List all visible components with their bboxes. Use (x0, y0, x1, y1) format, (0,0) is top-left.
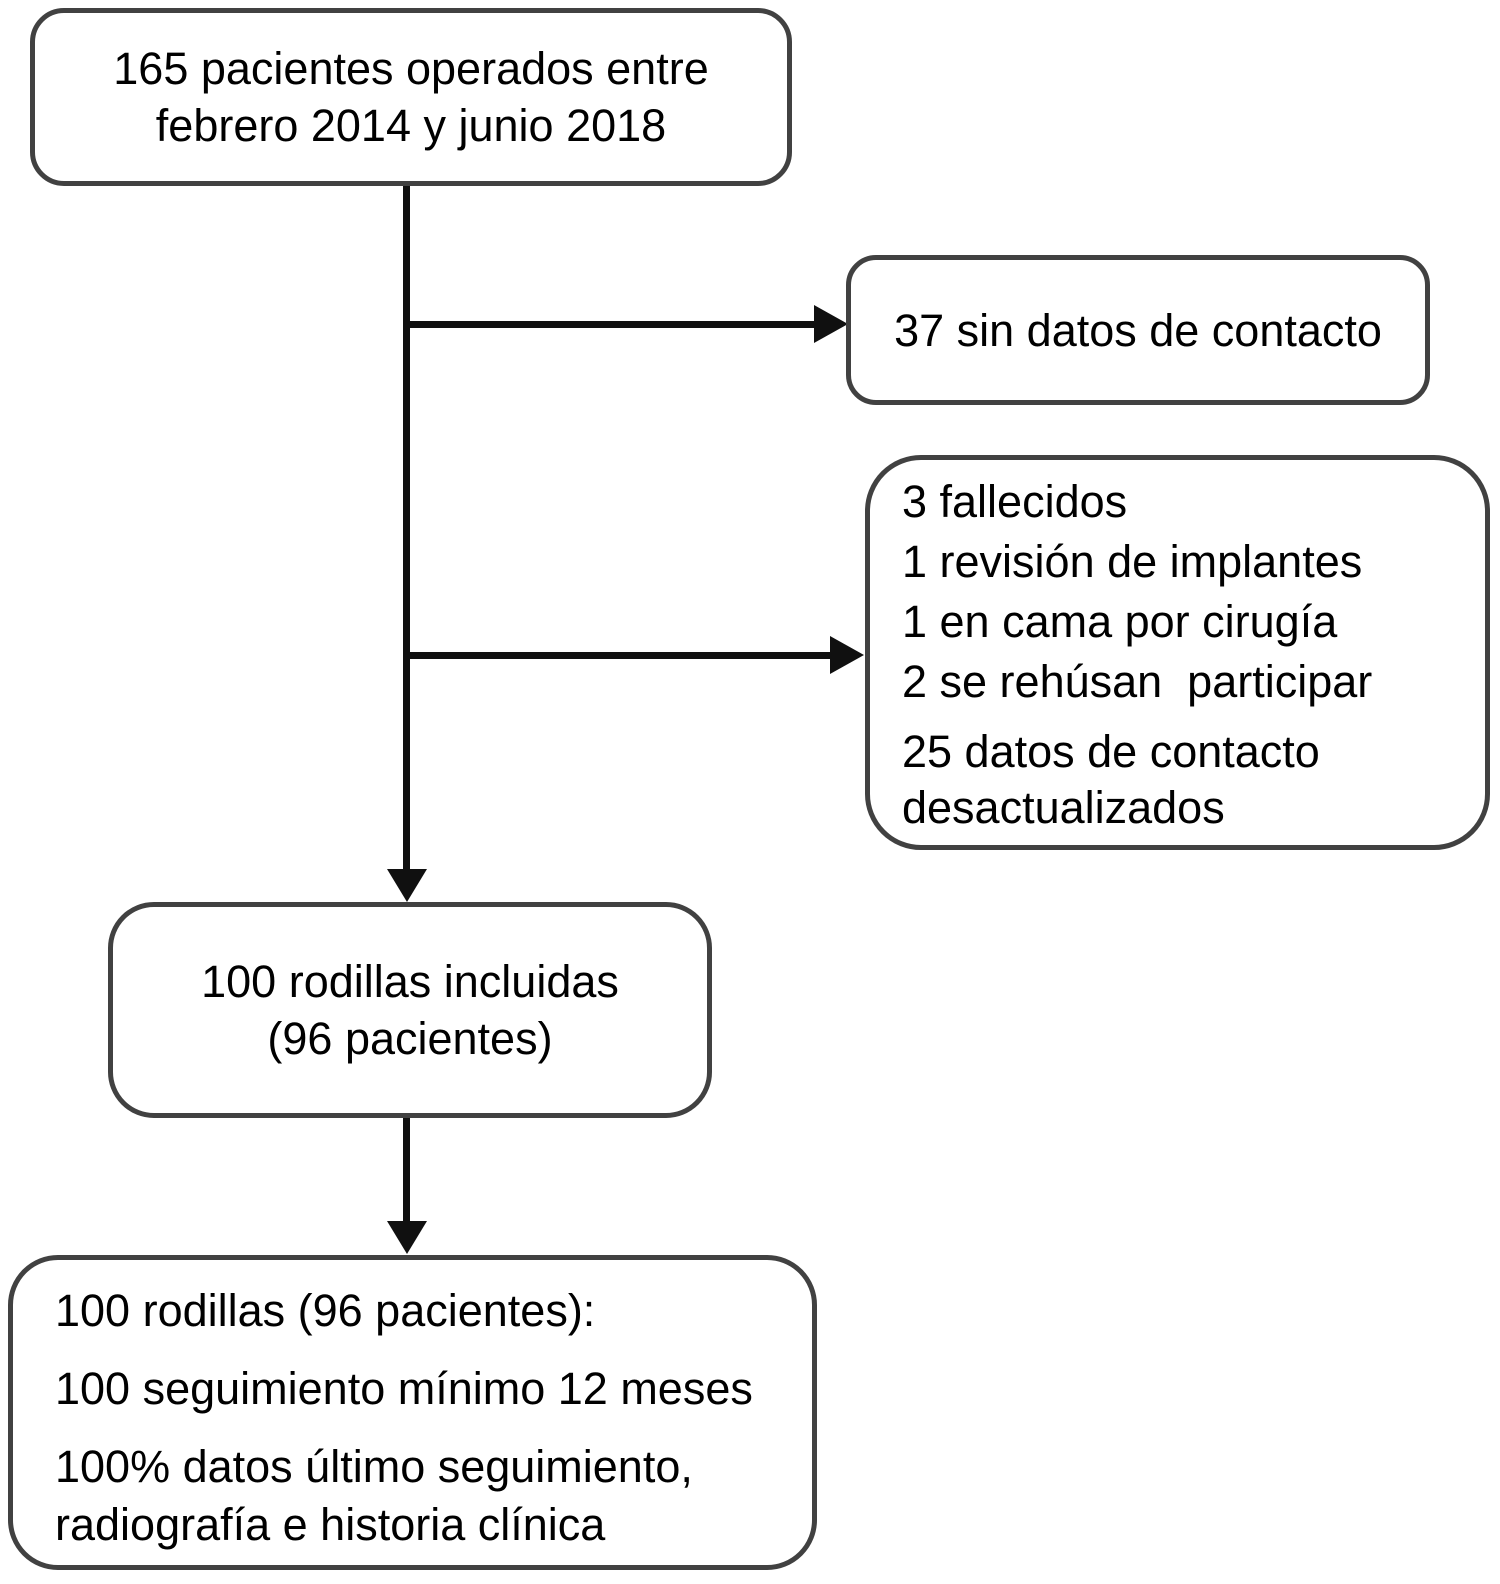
exclusion-item: 2 se rehúsan participar (902, 656, 1373, 707)
box-operated-line: 165 pacientes operados entre (113, 43, 709, 94)
box-no-contact-data: 37 sin datos de contacto (846, 255, 1430, 405)
box-operated-line: febrero 2014 y junio 2018 (155, 100, 667, 151)
exclusion-item: 1 revisión de implantes (902, 536, 1363, 587)
box-operated-patients: 165 pacientes operados entre febrero 201… (30, 8, 792, 186)
connector-branch-excluded (403, 652, 833, 659)
final-cohort-item: 100% datos último seguimiento, radiograf… (55, 1441, 706, 1550)
box-included-line: (96 pacientes) (267, 1013, 553, 1064)
box-no-contact-line: 37 sin datos de contacto (894, 304, 1382, 356)
arrow-down-icon (387, 1221, 427, 1254)
box-included-line: 100 rodillas incluidas (201, 956, 619, 1007)
exclusion-item: 3 fallecidos (902, 476, 1128, 527)
exclusion-item: 1 en cama por cirugía (902, 596, 1338, 647)
connector-main-vertical (403, 184, 410, 872)
final-cohort-item: 100 rodillas (96 pacientes): (55, 1285, 596, 1336)
arrow-right-icon (830, 636, 864, 674)
connector-included-to-final (403, 1116, 410, 1224)
box-final-cohort: 100 rodillas (96 pacientes): 100 seguimi… (8, 1255, 817, 1570)
box-included-knees: 100 rodillas incluidas (96 pacientes) (108, 902, 712, 1118)
final-cohort-item: 100 seguimiento mínimo 12 meses (55, 1363, 753, 1414)
arrow-right-icon (814, 305, 848, 343)
box-exclusion-reasons: 3 fallecidos 1 revisión de implantes 1 e… (865, 455, 1490, 850)
arrow-down-icon (387, 869, 427, 902)
connector-branch-no-contact (403, 321, 817, 328)
exclusion-item: 25 datos de contacto desactualizados (902, 726, 1333, 833)
